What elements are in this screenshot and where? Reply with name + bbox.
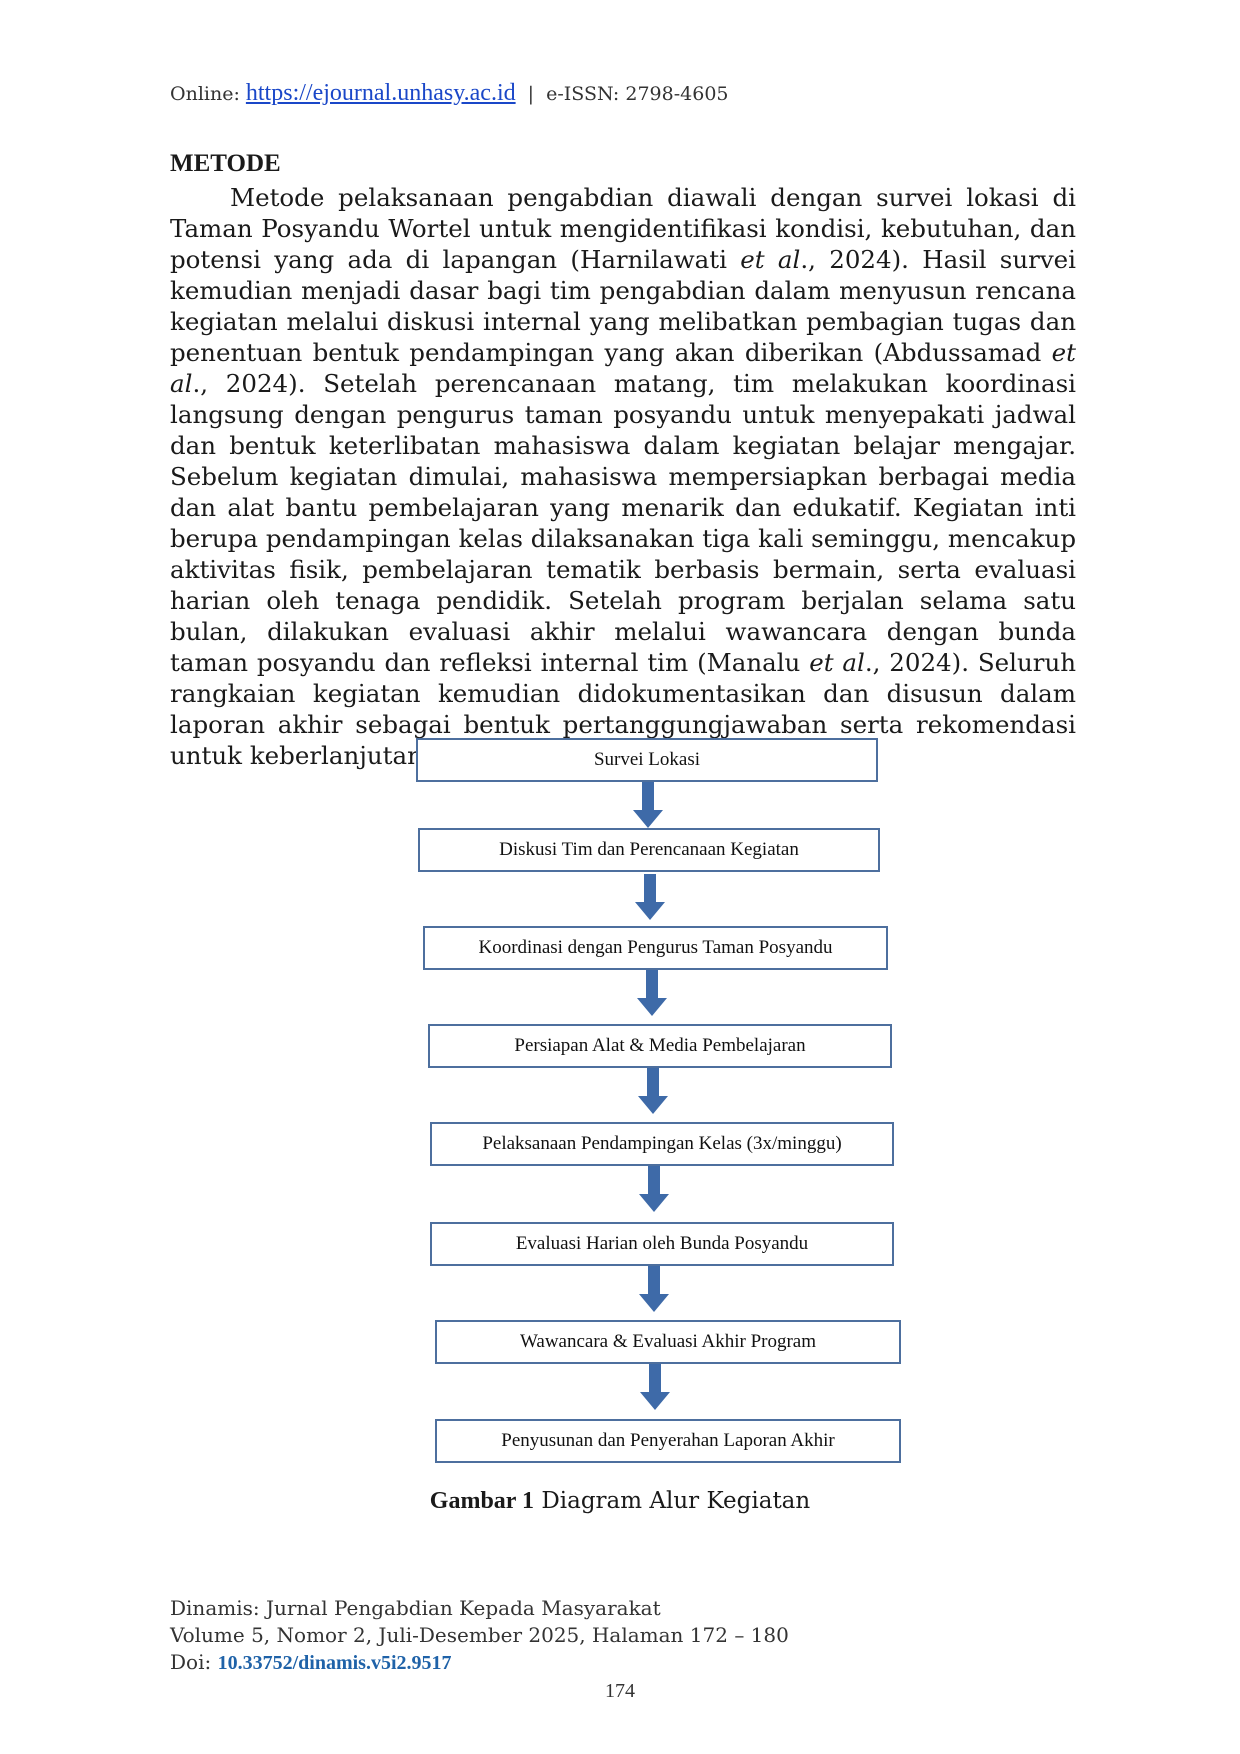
doi-link[interactable]: 10.33752/dinamis.v5i2.9517 [217, 1652, 452, 1674]
figure-caption-text: Diagram Alur Kegiatan [534, 1488, 811, 1514]
section-title: METODE [170, 150, 281, 177]
flow-step-2: Diskusi Tim dan Perencanaan Kegiatan [418, 828, 880, 872]
flow-arrow-icon [639, 1166, 669, 1212]
flow-arrow-icon [638, 1068, 668, 1114]
flow-step-3: Koordinasi dengan Pengurus Taman Posyand… [423, 926, 888, 970]
etal-italic-3: et al [809, 648, 865, 677]
flow-arrow-icon [635, 874, 665, 920]
footer-doi-line: Doi: 10.33752/dinamis.v5i2.9517 [170, 1649, 789, 1677]
flow-arrow-icon [633, 782, 663, 828]
running-header: Online: https://ejournal.unhasy.ac.id | … [170, 80, 729, 107]
header-separator: | [527, 83, 535, 105]
flow-arrow-icon [637, 970, 667, 1016]
paragraph-part-1: Metode pelaksanaan pengabdian diawali de… [170, 183, 1076, 274]
etal-italic-2: et al [170, 338, 1076, 398]
journal-url-link[interactable]: https://ejournal.unhasy.ac.id [245, 80, 516, 106]
flow-arrow-icon [639, 1266, 669, 1312]
flow-arrow-icon [640, 1364, 670, 1410]
figure-label: Gambar 1 [429, 1488, 535, 1514]
doi-prefix: Doi: [170, 1650, 218, 1674]
flow-step-6: Evaluasi Harian oleh Bunda Posyandu [430, 1222, 894, 1266]
etal-italic-1: et al [740, 245, 801, 274]
flow-step-5: Pelaksanaan Pendampingan Kelas (3x/mingg… [430, 1122, 894, 1166]
header-prefix: Online: [170, 83, 246, 105]
footer-journal-name: Dinamis: Jurnal Pengabdian Kepada Masyar… [170, 1596, 661, 1620]
flow-step-8: Penyusunan dan Penyerahan Laporan Akhir [435, 1419, 901, 1463]
page-number: 174 [605, 1680, 635, 1702]
flow-step-7: Wawancara & Evaluasi Akhir Program [435, 1320, 901, 1364]
header-issn: e-ISSN: 2798-4605 [546, 83, 729, 105]
paragraph-part-2: ., 2024). Hasil survei kemudian menjadi … [170, 245, 1076, 367]
footer-volume: Volume 5, Nomor 2, Juli-Desember 2025, H… [170, 1623, 789, 1647]
method-paragraph: Metode pelaksanaan pengabdian diawali de… [170, 182, 1076, 771]
figure-caption: Gambar 1 Diagram Alur Kegiatan [0, 1488, 1240, 1515]
flow-step-4: Persiapan Alat & Media Pembelajaran [428, 1024, 892, 1068]
flow-step-1: Survei Lokasi [416, 738, 878, 782]
paragraph-part-3: ., 2024). Setelah perencanaan matang, ti… [170, 369, 1076, 677]
journal-footer: Dinamis: Jurnal Pengabdian Kepada Masyar… [170, 1595, 789, 1677]
